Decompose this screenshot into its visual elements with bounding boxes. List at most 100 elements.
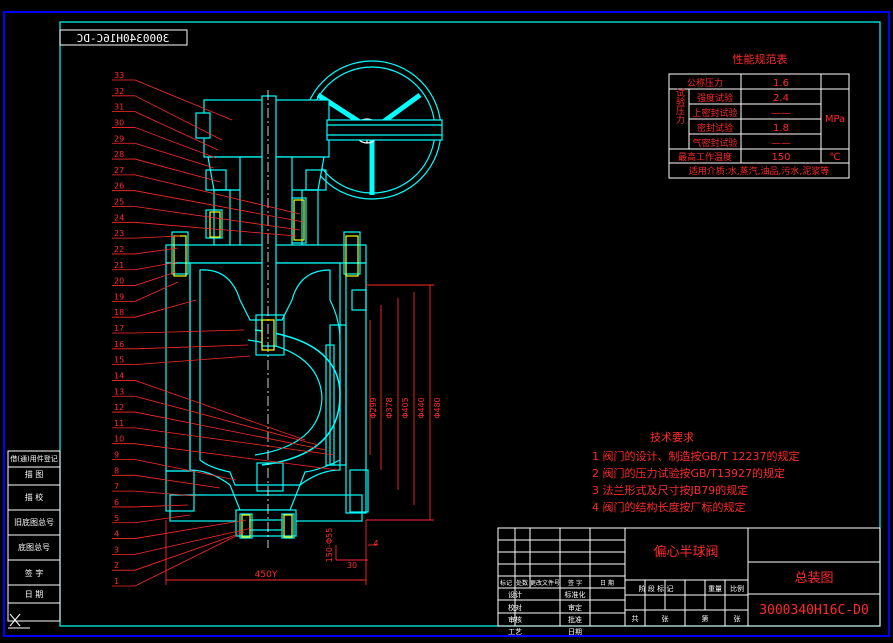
leader-line-18 — [134, 299, 197, 318]
tech-req-item-4: 4 阀门的结构长度按厂标的规定 — [592, 500, 746, 514]
tb-foot-1: 张 — [662, 614, 669, 623]
part-number-24: 24 — [114, 213, 124, 222]
leader-line-1 — [134, 535, 237, 587]
dim-d1: Φ299 — [369, 397, 378, 419]
leader-line-30 — [134, 127, 217, 159]
dim-d2: Φ378 — [385, 397, 394, 419]
leader-line-2 — [134, 531, 245, 571]
part-number-26: 26 — [114, 182, 124, 191]
part-number-23: 23 — [114, 229, 124, 238]
leader-line-26 — [134, 190, 305, 223]
leader-line-29 — [134, 142, 215, 169]
dim-small-3: 4 — [373, 539, 378, 548]
perf-row-0-label: 公称压力 — [687, 77, 723, 89]
perf-row-5-value: 150 — [771, 152, 790, 163]
tb-row1-3: 签 字 — [568, 579, 582, 587]
drawing-code-bottom: 3000340H16C-D0 — [759, 603, 869, 618]
part-number-33: 33 — [114, 71, 124, 80]
tech-req-item-1: 1 阀门的设计、制造按GB/T 12237的规定 — [592, 449, 799, 463]
tb-foot-0: 共 — [632, 614, 639, 623]
sheet-title: 总装图 — [794, 571, 833, 586]
perf-row-1-value: 2.4 — [773, 93, 789, 104]
perf-unit-mpa: MPa — [825, 114, 845, 125]
tech-req-item-3: 3 法兰形式及尺寸按JB79的规定 — [592, 483, 748, 497]
part-number-22: 22 — [114, 245, 124, 254]
leader-line-33 — [134, 79, 233, 121]
leader-line-16 — [134, 344, 249, 350]
dim-d3: Φ405 — [401, 397, 410, 419]
part-number-19: 19 — [114, 292, 124, 301]
perf-row-3-value: 1.8 — [773, 123, 789, 134]
part-number-32: 32 — [114, 87, 124, 96]
perf-medium: 适用介质:水,蒸汽,油品,污水,泥浆等 — [689, 165, 829, 177]
tb-row2-3: 标准化 — [565, 590, 586, 599]
leader-line-9 — [134, 459, 237, 481]
leader-line-27 — [134, 174, 301, 215]
perf-group-label: 试验压力 — [674, 87, 685, 125]
left-block-5: 签 字 — [25, 568, 44, 578]
perf-row-3-label: 密封试验 — [697, 122, 733, 134]
part-number-14: 14 — [114, 371, 124, 380]
tb-row3-0: 校对 — [508, 603, 522, 612]
inner-frame — [59, 21, 881, 627]
part-number-27: 27 — [114, 166, 124, 175]
tb-row1-2: 更改文件号 — [530, 579, 560, 587]
left-block-0: 借(通)用件登记 — [10, 454, 57, 463]
left-block-3: 旧底图总号 — [14, 517, 54, 527]
leader-line-17 — [134, 329, 245, 334]
leader-line-7 — [134, 490, 197, 497]
part-number-6: 6 — [114, 498, 119, 507]
part-number-11: 11 — [114, 419, 124, 428]
tb-row4-0: 审核 — [508, 615, 522, 624]
perf-table-title: 性能规范表 — [733, 52, 788, 66]
leader-line-3 — [134, 527, 253, 555]
leader-line-31 — [134, 111, 219, 151]
part-number-7: 7 — [114, 482, 119, 491]
left-register-block — [7, 450, 61, 622]
tb-foot-3: 张 — [734, 614, 741, 623]
part-number-4: 4 — [114, 530, 119, 539]
tb-row1-4: 日 期 — [600, 579, 614, 587]
leader-line-12 — [134, 411, 327, 451]
tech-req-title: 技术要求 — [650, 431, 694, 444]
dim-d5: Φ480 — [433, 397, 442, 419]
dim-d4: Φ440 — [417, 397, 426, 419]
part-number-5: 5 — [114, 514, 119, 523]
part-number-16: 16 — [114, 340, 124, 349]
part-number-31: 31 — [114, 103, 124, 112]
ucs-icon — [8, 613, 30, 629]
tb-row2-0: 设计 — [508, 590, 522, 599]
part-number-12: 12 — [114, 403, 124, 412]
leader-line-5 — [134, 514, 191, 524]
dim-small-1: 150-Φ55 — [325, 528, 334, 563]
part-number-13: 13 — [114, 387, 124, 396]
code-box-top — [59, 29, 188, 46]
dimensions — [165, 284, 434, 585]
left-block-6: 日 期 — [25, 590, 44, 599]
leader-line-22 — [134, 247, 179, 255]
part-number-28: 28 — [114, 150, 124, 159]
part-leaders: 3332313029282726252423222120191817161514… — [112, 71, 339, 587]
leader-line-32 — [134, 95, 223, 141]
part-number-8: 8 — [114, 466, 119, 475]
dim-small-2: 30 — [347, 561, 357, 570]
tech-req-item-2: 2 阀门的压力试验按GB/T13927的规定 — [592, 466, 785, 480]
performance-table: 性能规范表 试验压力 公称压力 1.6 强度试验 2.4 上密封试验 —— 密封… — [668, 52, 850, 179]
part-number-25: 25 — [114, 198, 124, 207]
part-number-15: 15 — [114, 356, 124, 365]
leader-line-20 — [134, 271, 177, 286]
tb-row5-3: 日期 — [568, 628, 582, 636]
tb-stage-head: 阶 段 标 记 — [639, 584, 674, 593]
title-block — [497, 527, 881, 627]
perf-unit-temp: ℃ — [829, 152, 840, 163]
perf-row-4-label: 气密封试验 — [692, 137, 737, 149]
technical-requirements: 技术要求 1 阀门的设计、制造按GB/T 12237的规定 2 阀门的压力试验按… — [592, 431, 799, 514]
left-block-2: 描 校 — [25, 492, 44, 502]
leader-line-10 — [134, 443, 339, 471]
leader-line-15 — [134, 355, 251, 366]
part-number-9: 9 — [114, 451, 119, 460]
part-number-30: 30 — [114, 118, 124, 127]
perf-row-5-label: 最高工作温度 — [678, 151, 732, 163]
outer-border — [3, 11, 890, 637]
